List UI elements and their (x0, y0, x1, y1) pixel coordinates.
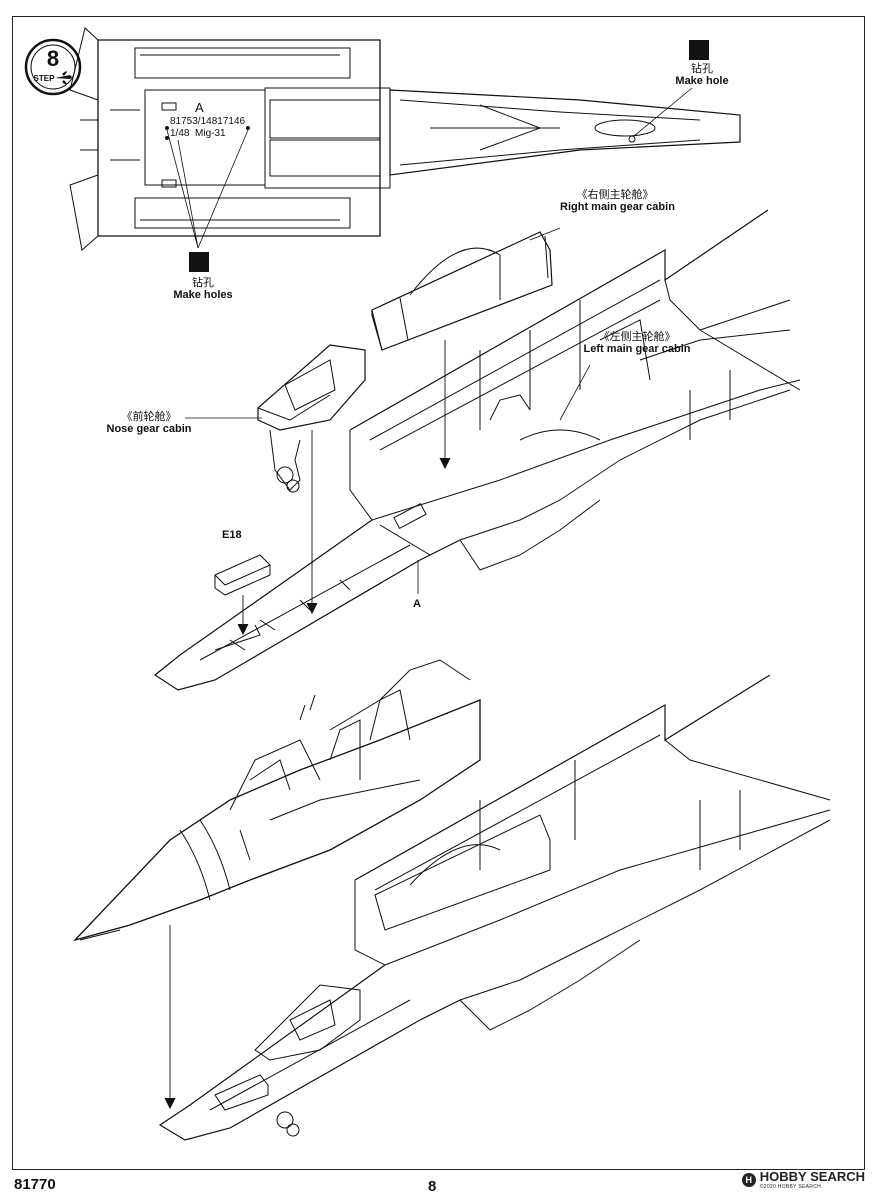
part-a-pointer: A (413, 598, 421, 610)
watermark-sub: ©2020 HOBBY SEARCH (759, 1184, 822, 1190)
assembled-fuselage (158, 674, 831, 1141)
nose-gear-en: Nose gear cabin (106, 423, 192, 435)
fuselage-bottom-view (69, 27, 741, 251)
fuselage-part-code: 81753/14817146 (170, 116, 246, 127)
right-gear-en: Right main gear cabin (560, 201, 675, 213)
nose-section (72, 659, 481, 942)
make-hole-callout: 钻孔 Make hole (672, 62, 732, 88)
nose-gear-cn: 《前轮舱》 (121, 410, 177, 423)
kit-number: 81770 (14, 1176, 56, 1193)
step-label: STEP (34, 74, 56, 83)
watermark-logo-icon: H (741, 1172, 756, 1187)
right-gear-cn: 《右侧主轮舱》 (576, 188, 654, 201)
drill-icon (189, 252, 209, 272)
make-hole-en: Make hole (675, 75, 729, 87)
step-number: 8 (47, 46, 59, 71)
drill-icon (689, 40, 709, 60)
lower-fuselage-exploded (153, 209, 801, 691)
left-gear-en: Left main gear cabin (583, 343, 691, 355)
make-hole-cn: 钻孔 (691, 62, 713, 75)
left-gear-callout: 《左侧主轮舱》 Left main gear cabin (582, 330, 692, 356)
make-holes-callout: 钻孔 Make holes (168, 276, 238, 302)
left-gear-cn: 《左侧主轮舱》 (598, 330, 676, 343)
page-frame (12, 16, 865, 1170)
fuselage-model: 1/48 Mig-31 (170, 128, 226, 139)
watermark: H HOBBY SEARCH ©2020 HOBBY SEARCH (741, 1169, 865, 1190)
plane-icon (55, 71, 72, 85)
page-number: 8 (428, 1178, 437, 1195)
nose-gear-callout: 《前轮舱》 Nose gear cabin (104, 410, 194, 436)
make-holes-cn: 钻孔 (192, 276, 214, 289)
fuselage-part-letter: A (195, 100, 204, 115)
step-badge: 8 STEP (24, 38, 82, 96)
make-holes-en: Make holes (173, 289, 233, 301)
watermark-brand: HOBBY SEARCH (759, 1169, 865, 1184)
right-gear-callout: 《右侧主轮舱》 Right main gear cabin (560, 188, 675, 214)
part-e18: E18 (222, 529, 242, 541)
